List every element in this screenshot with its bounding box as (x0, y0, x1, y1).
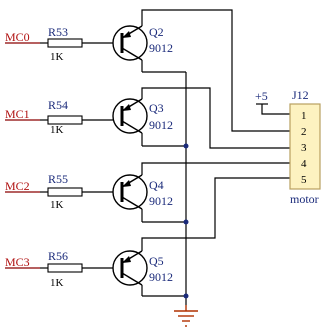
transistor-q2 (112, 25, 148, 61)
junction-dot (183, 293, 189, 299)
transistor-part-q3: 9012 (149, 118, 173, 132)
connector-name: motor (290, 192, 319, 206)
transistor-q3 (112, 98, 148, 134)
connector-pin-5: 5 (301, 174, 307, 186)
connector-pin-4: 4 (301, 158, 307, 170)
net-label-mc0: MC0 (5, 30, 30, 44)
resistor-r54 (47, 115, 83, 125)
resistor-ref-r56: R56 (48, 249, 68, 263)
resistor-r56 (47, 263, 83, 273)
resistor-value-r54: 1K (50, 124, 64, 136)
wire-vcc-pin1 (261, 104, 290, 115)
transistor-part-q5: 9012 (149, 270, 173, 284)
transistor-ref-q5: Q5 (149, 254, 164, 268)
vcc-label: +5 (255, 89, 268, 103)
net-label-mc3: MC3 (5, 255, 30, 269)
transistor-ref-q4: Q4 (149, 178, 164, 192)
resistor-r53 (47, 38, 83, 48)
driver-stage-0: MC0 R53 1K Q2 9012 (5, 25, 173, 63)
driver-stage-2: MC2 R55 1K Q4 9012 (5, 172, 173, 211)
wire-q2-pin2 (141, 9, 290, 132)
junction-dot (183, 219, 189, 225)
transistor-part-q4: 9012 (149, 194, 173, 208)
resistor-value-r56: 1K (50, 277, 64, 289)
resistor-ref-r53: R53 (48, 25, 68, 39)
connector-pin-3: 3 (301, 142, 307, 154)
connector-ref: J12 (292, 88, 309, 102)
transistor-q4 (112, 174, 148, 210)
resistor-r55 (47, 187, 83, 197)
net-label-mc1: MC1 (5, 107, 30, 121)
wire-q3-pin3 (141, 87, 290, 149)
transistor-q5 (112, 250, 148, 286)
resistor-value-r55: 1K (50, 199, 64, 211)
transistor-ref-q3: Q3 (149, 101, 164, 115)
wire-q5-pin5 (141, 177, 290, 251)
connector-pin-1: 1 (301, 110, 307, 122)
connector-pin-2: 2 (301, 126, 307, 138)
driver-stage-1: MC1 R54 1K Q3 9012 (5, 98, 173, 136)
transistor-part-q2: 9012 (149, 41, 173, 55)
connector-body (289, 103, 321, 190)
ground-bus (141, 60, 189, 305)
net-label-mc2: MC2 (5, 179, 30, 193)
driver-stage-3: MC3 R56 1K Q5 9012 (5, 249, 173, 289)
connector-j12: J12 1 2 3 4 5 motor (289, 88, 321, 206)
resistor-ref-r54: R54 (48, 98, 68, 112)
junction-dot (183, 143, 189, 149)
wire-q4-pin4 (141, 162, 290, 175)
resistor-ref-r55: R55 (48, 172, 68, 186)
transistor-ref-q2: Q2 (149, 25, 164, 39)
ground-symbol (174, 305, 198, 327)
resistor-value-r53: 1K (50, 51, 64, 63)
collector-wiring (141, 9, 290, 251)
